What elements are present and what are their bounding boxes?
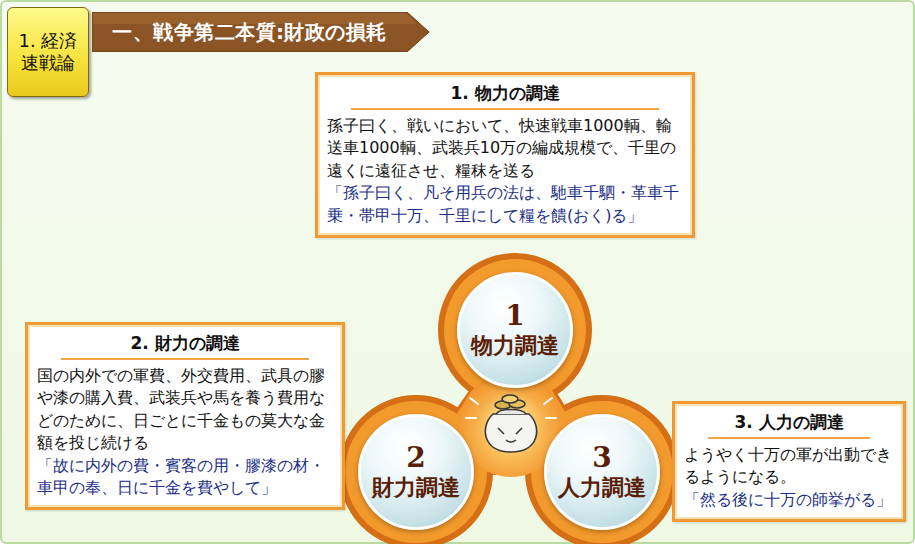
- box-quote: 「孫子曰く、凡そ用兵の法は、馳車千駟・革車千乗・帯甲十万、千里にして糧を饋(おく…: [327, 182, 683, 227]
- section-badge: 1. 経済 速戦論: [7, 7, 89, 97]
- trefoil-outline: [342, 256, 676, 544]
- box-body: 国の内外での軍費、外交費用、武具の膠や漆の購入費、武装兵や馬を養う費用などのため…: [37, 365, 333, 455]
- callout-number: 3: [592, 443, 611, 474]
- lobe-fill: [444, 259, 586, 401]
- info-box: 2. 財力の調達国の内外での軍費、外交費用、武具の膠や漆の購入費、武装兵や馬を養…: [25, 322, 345, 510]
- circle-node: 3人力調達: [544, 414, 660, 530]
- burst-line: [470, 398, 478, 404]
- circle-label: 人力調達: [558, 474, 646, 502]
- callout-number: 2: [406, 443, 425, 474]
- burst-line: [466, 417, 476, 419]
- box-body: ようやく十万の軍が出動できるようになる。: [684, 444, 894, 489]
- circle-node: 2財力調達: [358, 414, 474, 530]
- banner-text: 一、戦争第二本質:財政の損耗: [112, 19, 387, 46]
- box-body: 孫子曰く、戦いにおいて、快速戦車1000輌、輸送車1000輌、武装兵10万の編成…: [327, 115, 683, 182]
- banner-arrow: [92, 12, 429, 52]
- bag-face: [498, 428, 522, 442]
- box-quote: 「故に内外の費・賓客の用・膠漆の材・車甲の奉、日に千金を費やして」: [37, 455, 333, 500]
- bag-neck: [496, 410, 526, 415]
- callout-number: 1: [505, 301, 524, 332]
- circle-label: 財力調達: [372, 474, 460, 502]
- badge-text: 1. 経済 速戦論: [17, 30, 79, 73]
- money-bag: [485, 395, 536, 452]
- burst-line: [546, 417, 556, 419]
- lobe-outline: [441, 256, 589, 404]
- box-heading: 2. 財力の調達: [61, 332, 309, 360]
- coin: [502, 395, 518, 403]
- box-heading: 1. 物力の調達: [351, 82, 659, 110]
- box-quote: 「然る後に十万の師挙がる」: [684, 489, 894, 511]
- burst-line: [544, 398, 552, 404]
- heading-banner: 一、戦争第二本質:財政の損耗: [92, 12, 429, 52]
- info-box: 1. 物力の調達孫子曰く、戦いにおいて、快速戦車1000輌、輸送車1000輌、武…: [315, 72, 695, 238]
- center-glow: [477, 391, 545, 459]
- trefoil-fill: [345, 259, 673, 543]
- circle-node: 1物力調達: [457, 272, 573, 388]
- box-heading: 3. 人力の調達: [708, 411, 870, 439]
- bag-body: [485, 414, 536, 452]
- info-box: 3. 人力の調達ようやく十万の軍が出動できるようになる。「然る後に十万の師挙がる…: [672, 401, 906, 522]
- circle-label: 物力調達: [471, 332, 559, 360]
- burst-lines: [466, 398, 556, 418]
